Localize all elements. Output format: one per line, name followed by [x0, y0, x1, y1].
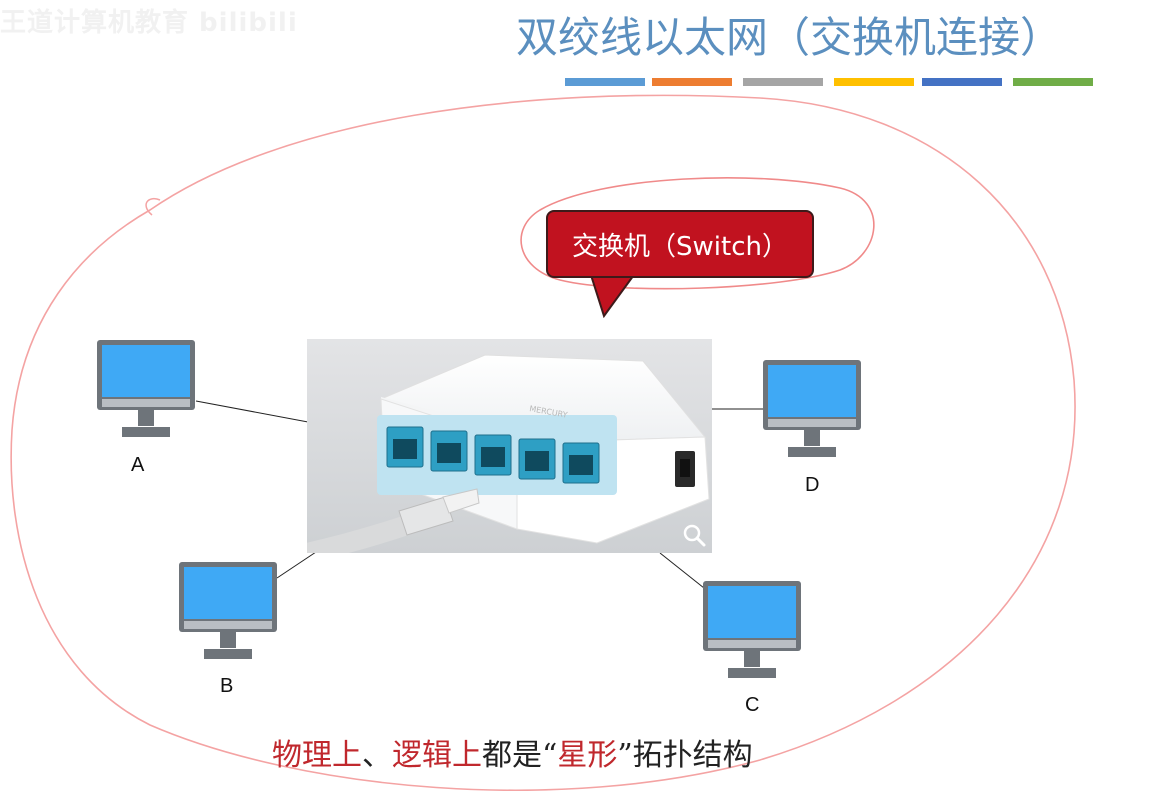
- computer-a-label: A: [131, 454, 145, 476]
- caption-logical: 逻辑上: [392, 738, 482, 773]
- zoom-icon[interactable]: [680, 521, 708, 549]
- color-bar-2: [652, 78, 732, 86]
- switch-callout-label: 交换机（Switch）: [572, 231, 788, 262]
- switch-callout: 交换机（Switch）: [546, 210, 814, 278]
- topology-caption: 物理上、逻辑上都是“星形”拓扑结构: [272, 730, 753, 774]
- color-bar-5: [922, 78, 1002, 86]
- switch-photo: MERCURY: [307, 339, 712, 553]
- computer-c-label: C: [745, 694, 760, 716]
- caption-topology: ”拓扑结构: [617, 738, 753, 773]
- slide-title: 双绞线以太网（交换机连接）: [516, 13, 1063, 62]
- caption-star: 星形: [557, 738, 618, 773]
- color-bar-1: [565, 78, 645, 86]
- computer-b-label: B: [220, 675, 234, 697]
- color-bar-3: [743, 78, 823, 86]
- computer-d-label: D: [805, 474, 820, 496]
- link-a: [195, 400, 309, 423]
- computer-d-icon: [763, 360, 861, 457]
- computer-a-icon: [97, 340, 195, 437]
- computer-b-icon: [179, 562, 277, 659]
- caption-separator: 、: [362, 738, 392, 773]
- callout-pointer: [588, 272, 638, 318]
- switch-illustration: MERCURY: [307, 339, 712, 553]
- link-c: [659, 552, 705, 589]
- caption-both-are: 都是“: [482, 738, 558, 773]
- caption-physical: 物理上: [272, 738, 362, 773]
- color-bar-6: [1013, 78, 1093, 86]
- link-b: [276, 551, 317, 579]
- color-bar-4: [834, 78, 914, 86]
- computer-c-icon: [703, 581, 801, 678]
- watermark: 王道计算机教育 bilibili: [0, 8, 298, 38]
